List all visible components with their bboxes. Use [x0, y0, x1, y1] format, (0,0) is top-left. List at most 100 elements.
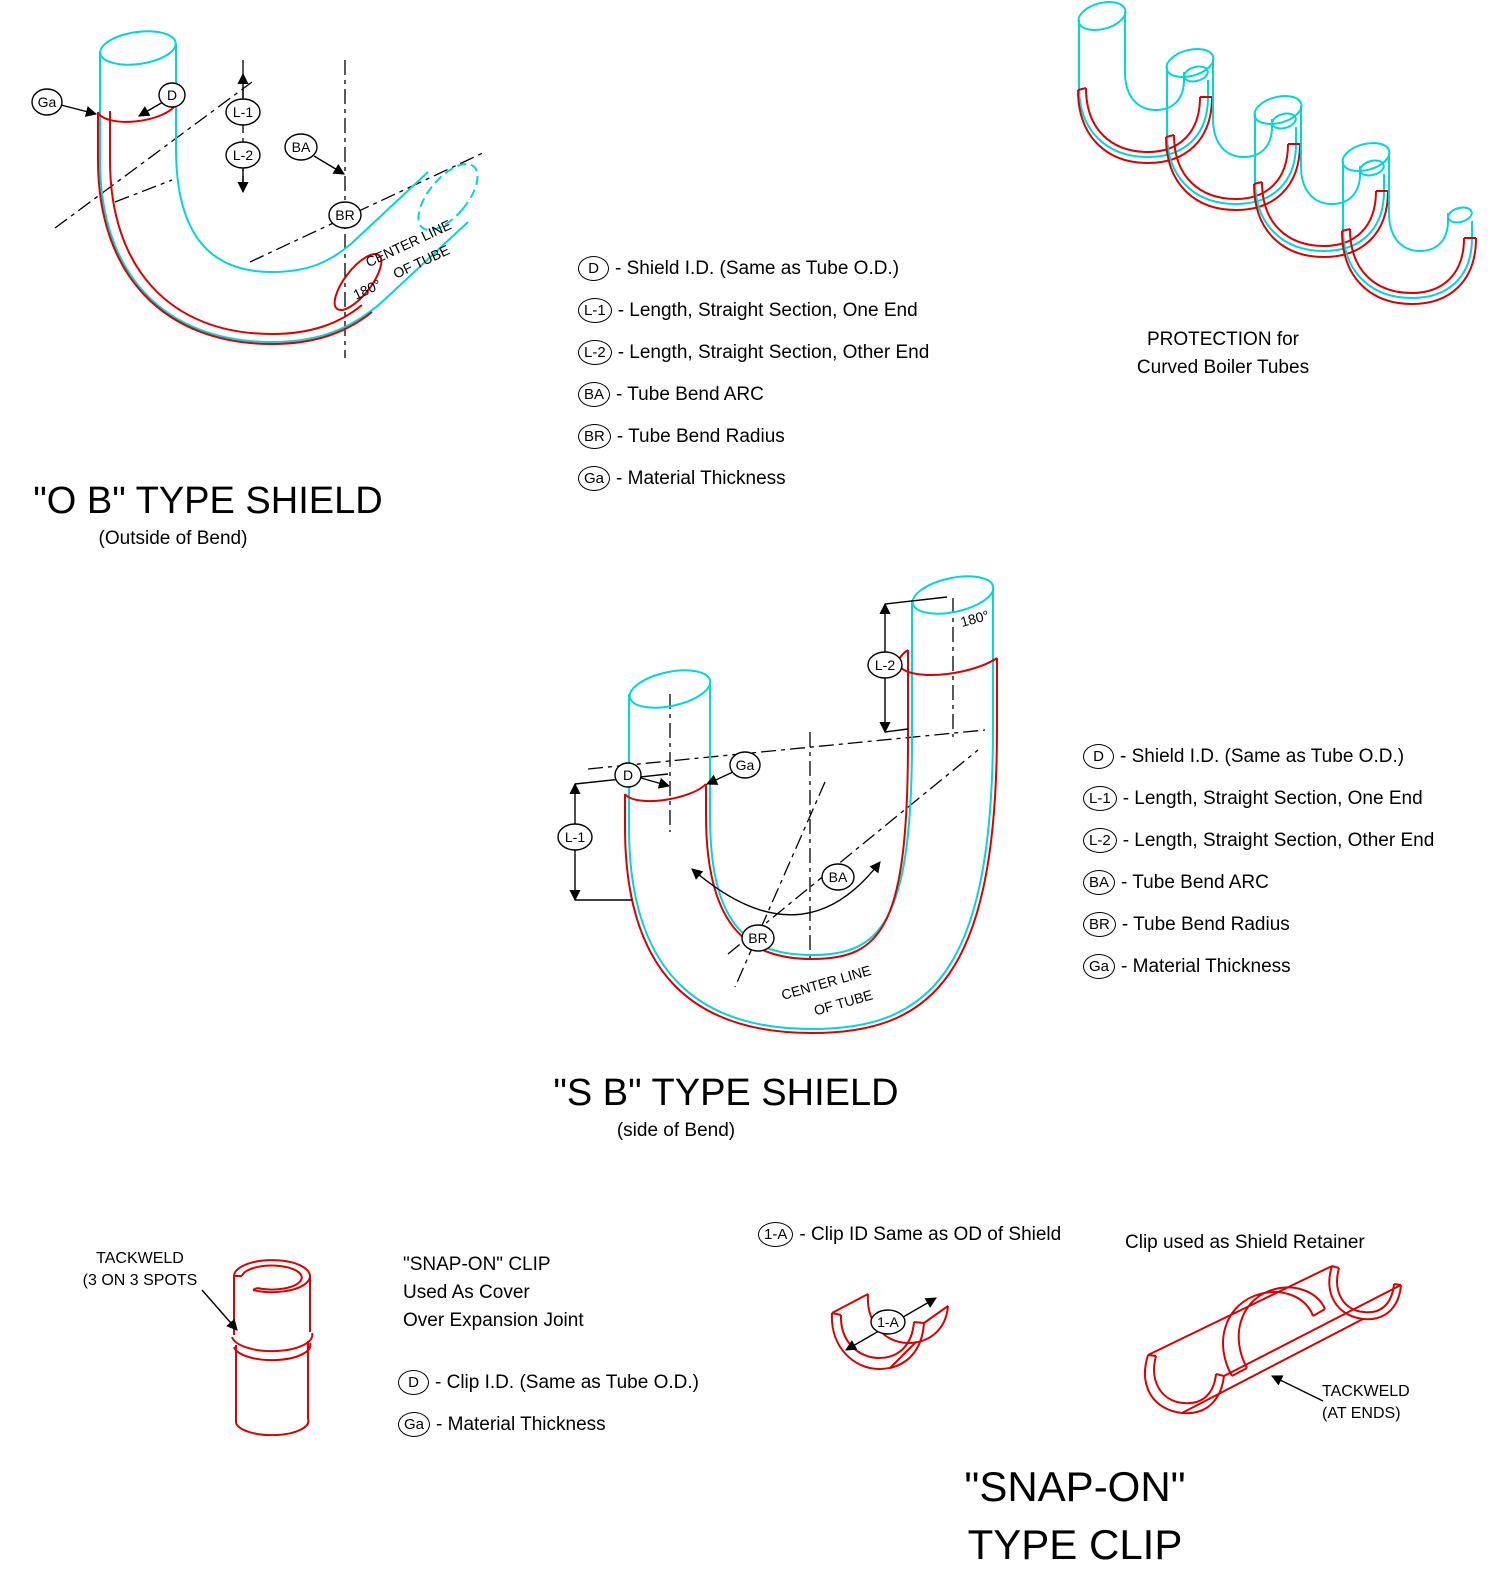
legend-text: - Clip I.D. (Same as Tube O.D.) — [435, 1371, 699, 1393]
legend-tag-br: BR — [1083, 912, 1116, 937]
snap-clip-desc-line1: "SNAP-ON" CLIP — [403, 1254, 551, 1275]
legend-text: - Shield I.D. (Same as Tube O.D.) — [1120, 745, 1405, 767]
ob-shield — [97, 103, 383, 346]
ob-label-d: D — [158, 82, 186, 108]
ob-leaders — [60, 72, 345, 194]
ob-label-ba: BA — [284, 133, 318, 161]
ob-br-label: BR — [335, 207, 354, 223]
ob-shield-drawing: Ga D L-1 L-2 BA BR CENTER LINE OF TUBE 1… — [31, 30, 486, 358]
sb-centerlines — [587, 598, 986, 988]
legend-text: - Tube Bend ARC — [616, 383, 764, 405]
retainer-clip-band — [1222, 1286, 1326, 1377]
legend-tag-ga: Ga — [578, 466, 611, 491]
legend-row: Ga- Material Thickness — [1083, 954, 1434, 979]
protection-caption: PROTECTION for Curved Boiler Tubes — [1083, 326, 1363, 382]
sb-label-l1: L-1 — [557, 823, 593, 851]
legend-row: D - Clip I.D. (Same as Tube O.D.) — [398, 1370, 699, 1395]
snap-clip-desc-line2: Used As Cover — [403, 1282, 530, 1303]
tackweld-note-line2: (3 ON 3 SPOTS — [82, 1272, 198, 1289]
ob-label-ga: Ga — [31, 88, 63, 116]
sb-centerline-text: CENTER LINE OF TUBE — [779, 962, 874, 1019]
tackweld-note: TACKWELD (3 ON 3 SPOTS — [70, 1248, 210, 1292]
legend-row: D- Shield I.D. (Same as Tube O.D.) — [578, 256, 929, 281]
sb-label-l2: L-2 — [867, 651, 903, 679]
legend-text: - Material Thickness — [1121, 955, 1291, 977]
clip-id-text: - Clip ID Same as OD of Shield — [799, 1223, 1062, 1245]
ob-centerlines — [54, 60, 486, 358]
legend-tag-l1: L-1 — [1083, 786, 1117, 811]
sb-label-d: D — [614, 762, 642, 788]
ob-legend: D- Shield I.D. (Same as Tube O.D.) L-1- … — [578, 256, 929, 491]
retainer-caption: Clip used as Shield Retainer — [1125, 1232, 1365, 1253]
snap-on-type-clip-title: "SNAP-ON" TYPE CLIP — [920, 1458, 1230, 1574]
legend-tag-l1: L-1 — [578, 298, 612, 323]
legend-row: L-2- Length, Straight Section, Other End — [1083, 828, 1434, 853]
retained-shield — [1144, 1265, 1402, 1415]
sb-br-label: BR — [748, 930, 767, 946]
legend-text: - Length, Straight Section, One End — [1122, 787, 1423, 809]
sb-shield — [624, 649, 998, 1035]
legend-text: - Material Thickness — [616, 467, 786, 489]
tackweld-note-line1: TACKWELD — [96, 1250, 184, 1267]
tackweld-ends-line2: (AT ENDS) — [1322, 1405, 1401, 1422]
legend-text: - Tube Bend Radius — [616, 425, 785, 447]
snap-on-title-line1: "SNAP-ON" — [964, 1463, 1186, 1510]
legend-tag-d: D — [1083, 744, 1114, 769]
ob-label-br: BR — [328, 201, 362, 229]
ob-label-l1: L-1 — [225, 98, 261, 126]
shield-retainer-drawing — [1144, 1265, 1402, 1415]
legend-tag-ba: BA — [578, 382, 611, 407]
legend-row: BA- Tube Bend ARC — [578, 382, 929, 407]
legend-tag-ga: Ga — [398, 1412, 431, 1437]
legend-tag-ga: Ga — [1083, 954, 1116, 979]
ob-ba-label: BA — [292, 139, 311, 155]
legend-tag-d: D — [398, 1370, 429, 1395]
snap-on-title-line2: TYPE CLIP — [967, 1521, 1183, 1568]
sb-label-ga: Ga — [729, 751, 761, 779]
legend-row: D - Shield I.D. (Same as Tube O.D.) — [1083, 744, 1434, 769]
sb-subtitle: (side of Bend) — [616, 1120, 736, 1141]
ob-ga-label: Ga — [38, 94, 57, 110]
sb-angle-text: 180° — [959, 607, 991, 630]
legend-tag-l2: L-2 — [578, 340, 612, 365]
sb-l2-label: L-2 — [875, 657, 895, 673]
boiler-tubes-drawing — [1074, 0, 1477, 305]
protection-caption-line2: Curved Boiler Tubes — [1136, 357, 1310, 378]
legend-tag-l2: L-2 — [1083, 828, 1117, 853]
clip-on-tube — [231, 1259, 314, 1437]
snap-clip-description: "SNAP-ON" CLIP Used As Cover Over Expans… — [403, 1251, 584, 1335]
sb-ba-label: BA — [829, 869, 848, 885]
ob-l1-label: L-1 — [233, 104, 253, 120]
ob-label-l2: L-2 — [225, 141, 261, 169]
tackweld-ends-note: TACKWELD (AT ENDS) — [1322, 1381, 1410, 1425]
legend-row: BR- Tube Bend Radius — [578, 424, 929, 449]
ob-angle-text: 180° — [351, 276, 384, 303]
legend-row: L-1- Length, Straight Section, One End — [578, 298, 929, 323]
ob-d-label: D — [167, 87, 177, 103]
legend-text: - Length, Straight Section, Other End — [617, 341, 930, 363]
legend-row: Ga- Material Thickness — [398, 1412, 699, 1437]
tackweld-leader — [201, 1289, 238, 1331]
legend-text: - Length, Straight Section, One End — [617, 299, 918, 321]
legend-tag-br: BR — [578, 424, 611, 449]
boiler-tube-row — [1074, 0, 1477, 305]
sb-title: "S B" TYPE SHIELD — [553, 1072, 899, 1114]
legend-row: L-1- Length, Straight Section, One End — [1083, 786, 1434, 811]
sb-label-ba: BA — [821, 863, 855, 891]
protection-caption-line1: PROTECTION for — [1146, 329, 1299, 350]
sb-legend: D- Shield I.D. (Same as Tube O.D.) L-1- … — [1083, 744, 1434, 979]
legend-text: - Shield I.D. (Same as Tube O.D.) — [615, 257, 900, 279]
sb-d-label: D — [623, 767, 633, 783]
legend-row: BR- Tube Bend Radius — [1083, 912, 1434, 937]
legend-row: L-2- Length, Straight Section, Other End — [578, 340, 929, 365]
snap-clip-drawing: 1-A — [830, 1293, 949, 1371]
clip-label-1a: 1-A — [870, 1309, 906, 1335]
clip-id-note: 1-A - Clip ID Same as OD of Shield — [758, 1222, 1061, 1247]
legend-text: - Material Thickness — [436, 1413, 606, 1435]
legend-text: - Tube Bend Radius — [1121, 913, 1290, 935]
sb-ga-label: Ga — [736, 757, 755, 773]
snap-clip-desc-line3: Over Expansion Joint — [403, 1310, 584, 1331]
legend-row: Ga- Material Thickness — [578, 466, 929, 491]
clip-on-tube-drawing — [201, 1259, 314, 1437]
